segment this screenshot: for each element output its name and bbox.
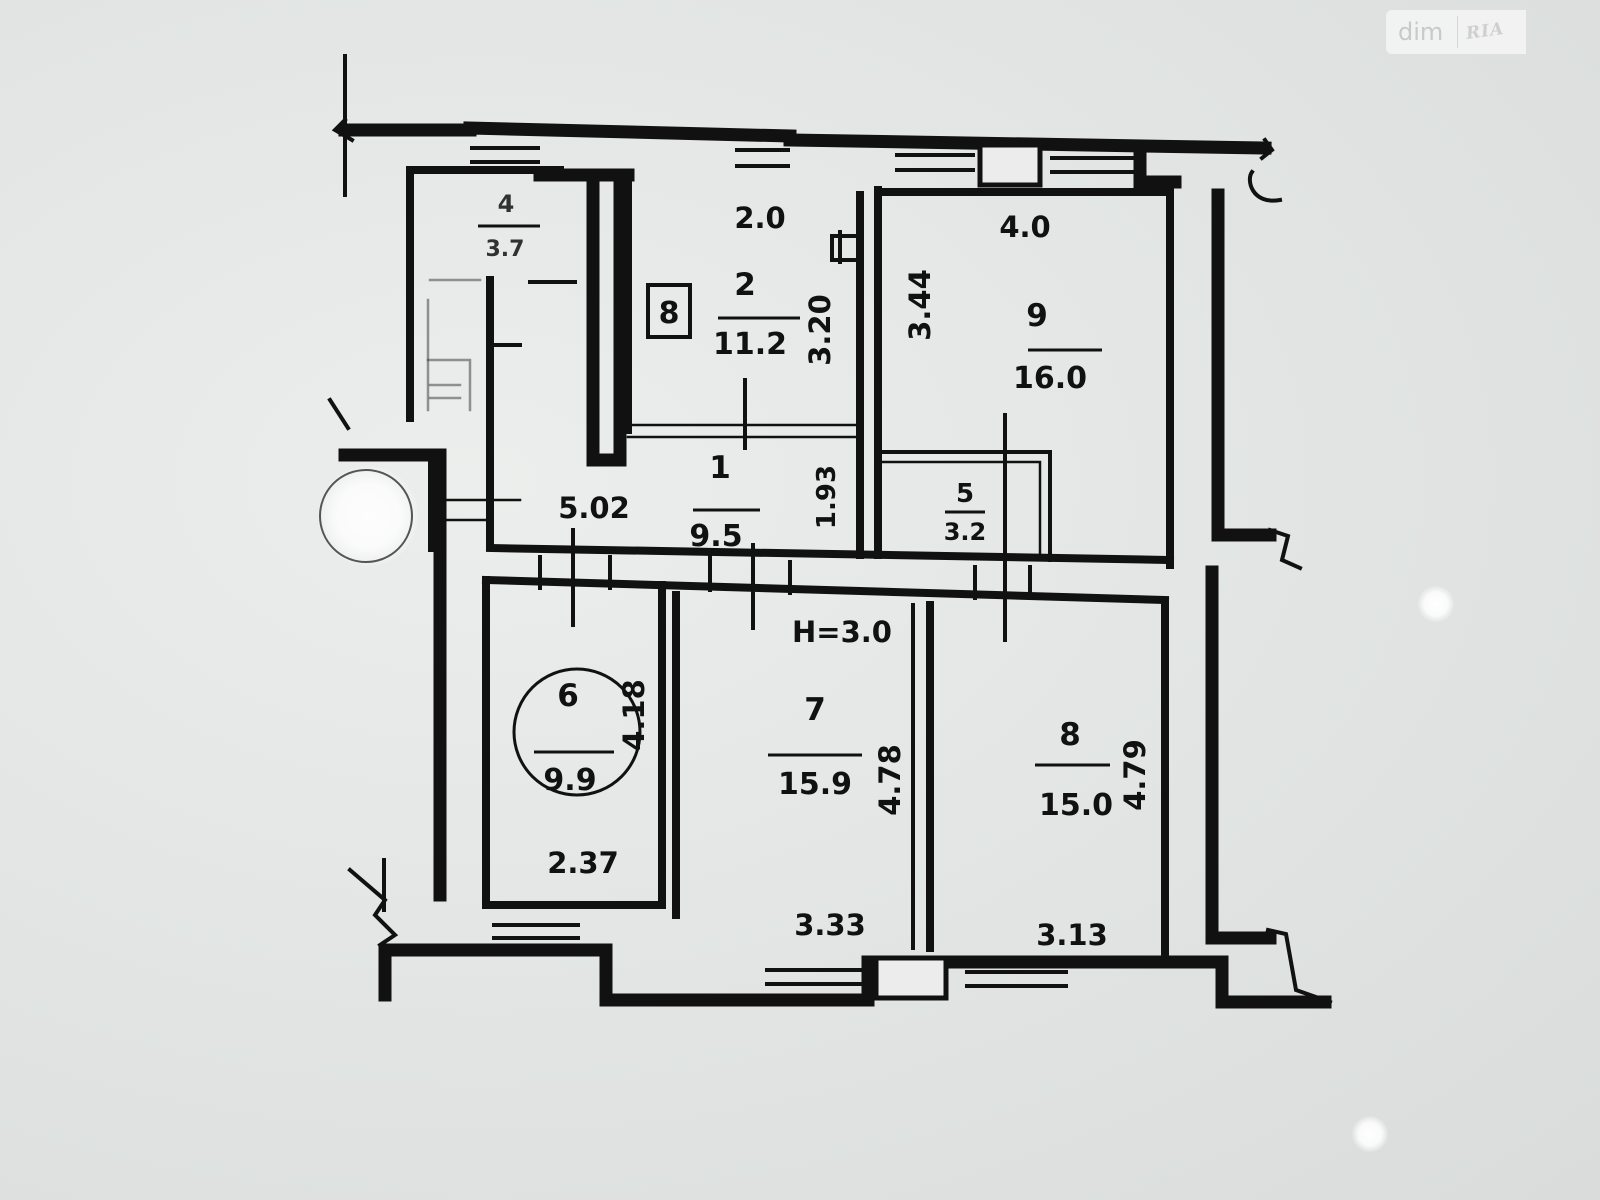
transom-6 (538, 555, 612, 590)
svg-text:16.0: 16.0 (1013, 361, 1087, 396)
window-top-4 (1050, 156, 1135, 174)
room-4: 4 3.7 (478, 190, 540, 262)
svg-text:3.44: 3.44 (903, 269, 937, 341)
svg-text:15.0: 15.0 (1039, 788, 1113, 823)
svg-text:3.7: 3.7 (486, 237, 525, 262)
svg-text:8: 8 (1059, 717, 1081, 753)
svg-text:4.18: 4.18 (617, 679, 651, 751)
svg-text:3.13: 3.13 (1036, 918, 1108, 952)
svg-text:7: 7 (804, 692, 826, 728)
svg-text:15.9: 15.9 (778, 767, 852, 802)
transom-8 (973, 565, 1032, 600)
svg-text:2: 2 (734, 267, 756, 303)
windows (470, 142, 1135, 1001)
watermark-dim: dim (1386, 16, 1459, 48)
glare-spot (1418, 586, 1454, 622)
svg-text:4.0: 4.0 (999, 210, 1050, 244)
room-1: 5.02 1 9.5 1.93 (558, 450, 842, 554)
stove-icon (646, 283, 692, 339)
svg-text:5.02: 5.02 (558, 491, 630, 525)
exterior-walls (327, 54, 1333, 1009)
svg-text:1.93: 1.93 (812, 465, 842, 529)
door-markers (486, 230, 1007, 642)
svg-text:4.78: 4.78 (873, 744, 907, 816)
svg-text:9.9: 9.9 (543, 763, 596, 798)
ceiling-height-label: H=3.0 (792, 615, 892, 649)
room-5: 5 3.2 (944, 479, 987, 546)
svg-text:1: 1 (709, 450, 731, 486)
room-2: 2.0 2 11.2 3.20 (713, 201, 837, 366)
room-8: 8 15.0 4.79 3.13 (1035, 717, 1152, 952)
window-top-2 (735, 148, 790, 168)
svg-text:11.2: 11.2 (713, 327, 787, 362)
entrance-marker (319, 469, 413, 563)
window-bottom-2 (765, 968, 868, 986)
svg-text:4.79: 4.79 (1118, 739, 1152, 811)
svg-text:3.33: 3.33 (794, 908, 866, 942)
window-bottom-1 (492, 923, 580, 940)
bath-fixtures (426, 278, 482, 412)
window-bottom-3 (965, 970, 1068, 988)
room-6: 6 9.9 4.18 2.37 (512, 667, 651, 880)
stove-symbol: 8 (659, 296, 680, 331)
room-9: 4.0 9 16.0 3.44 (903, 210, 1102, 396)
window-top-1 (470, 146, 540, 164)
svg-text:6: 6 (557, 678, 579, 714)
svg-text:9: 9 (1026, 298, 1048, 334)
window-pier-top (977, 142, 1043, 188)
svg-text:4: 4 (498, 190, 515, 218)
window-top-3 (895, 153, 975, 172)
svg-text:9.5: 9.5 (689, 519, 742, 554)
window-pier-bottom (873, 955, 949, 1001)
watermark: dim RIA (1386, 10, 1526, 54)
svg-text:2.37: 2.37 (547, 846, 619, 880)
interior-walls (406, 166, 1175, 959)
glare-spot (1352, 1116, 1388, 1152)
svg-text:3.20: 3.20 (803, 294, 837, 366)
svg-text:3.2: 3.2 (944, 518, 987, 546)
transom-7 (708, 555, 792, 595)
svg-text:5: 5 (956, 479, 974, 509)
svg-text:2.0: 2.0 (734, 201, 785, 235)
room-7: 7 15.9 4.78 3.33 (768, 692, 907, 942)
